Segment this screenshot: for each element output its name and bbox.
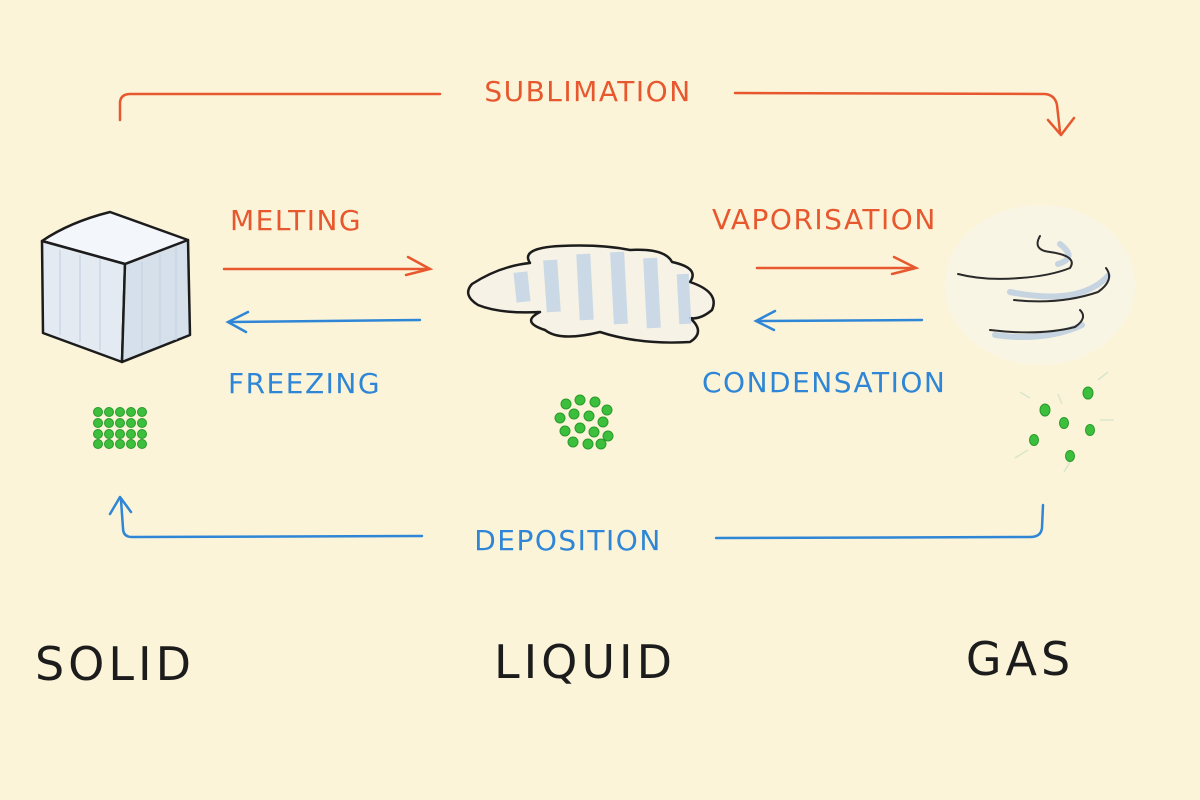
freezing-label: FREEZING xyxy=(228,367,381,400)
ice-cube-icon xyxy=(40,210,192,364)
vaporisation-label: VAPORISATION xyxy=(712,203,937,236)
vaporisation-arrow xyxy=(755,255,920,276)
water-puddle-icon xyxy=(466,244,715,344)
melting-label: MELTING xyxy=(230,204,362,237)
state-label-gas: GAS xyxy=(966,632,1074,686)
state-label-solid: SOLID xyxy=(35,637,195,691)
freezing-arrow xyxy=(225,310,422,334)
gas-swirl-icon xyxy=(945,205,1135,365)
solid-particles-icon xyxy=(93,407,147,449)
gas-particles-icon xyxy=(1014,371,1114,473)
condensation-label: CONDENSATION xyxy=(702,366,946,399)
melting-arrow xyxy=(222,255,434,277)
deposition-arrow xyxy=(108,495,1045,540)
state-label-liquid: LIQUID xyxy=(494,635,676,689)
sublimation-arrow xyxy=(118,91,1076,137)
sublimation-label: SUBLIMATION xyxy=(484,75,691,108)
deposition-label: DEPOSITION xyxy=(474,524,662,557)
liquid-particles-icon xyxy=(554,394,614,450)
condensation-arrow xyxy=(753,309,924,332)
